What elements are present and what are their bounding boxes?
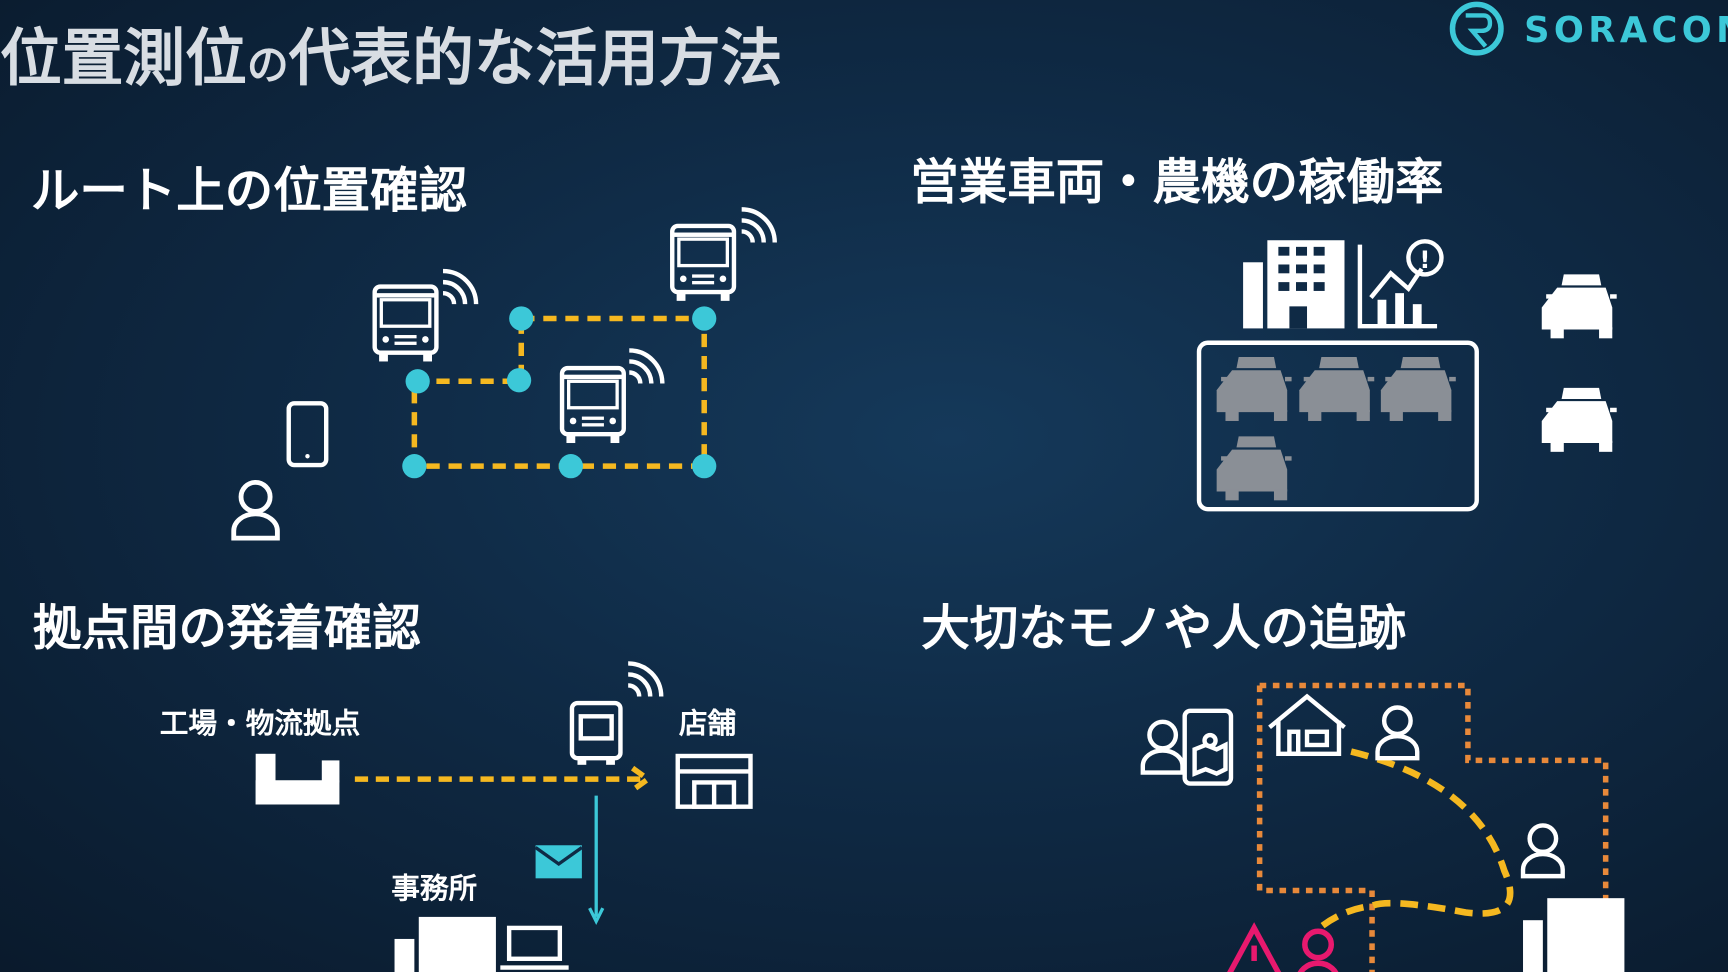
route-diagram	[234, 209, 775, 538]
signal-icon	[443, 271, 476, 304]
person-icon	[234, 482, 278, 538]
warning-icon	[1227, 922, 1282, 972]
bus-icon	[375, 287, 437, 362]
soracom-logo: SORACOM	[1449, 1, 1728, 56]
bus-icon	[672, 226, 734, 301]
person-icon	[1143, 722, 1183, 773]
parked-car-icon	[1216, 436, 1292, 501]
office-building-icon	[394, 916, 496, 972]
factory-icon	[255, 753, 340, 805]
svg-text:SORACOM: SORACOM	[1524, 10, 1728, 51]
notification-arrow	[588, 795, 605, 926]
alert-person-icon	[1297, 928, 1339, 972]
destination-label: 店舗	[679, 706, 736, 740]
parked-car-icon	[1380, 357, 1456, 421]
shipment-arrow	[354, 765, 653, 793]
delivery-diagram: 工場・物流拠点 店舗 事務所	[160, 663, 753, 972]
smartphone-icon	[286, 401, 329, 468]
zone-boundary	[1256, 682, 1609, 972]
map-phone-icon	[1182, 708, 1234, 786]
parked-car-icon	[1216, 357, 1292, 421]
heading-fleet: 営業車両・農機の稼働率	[910, 154, 1443, 210]
origin-label: 工場・物流拠点	[160, 706, 360, 740]
signal-icon	[742, 209, 775, 242]
svg-text:!: !	[1419, 245, 1430, 274]
mail-icon	[534, 845, 583, 879]
route-waypoints	[402, 306, 717, 479]
route-path	[411, 315, 707, 469]
parked-car-icon	[1299, 357, 1375, 421]
active-car-icon	[1541, 387, 1617, 452]
signal-icon	[628, 663, 661, 696]
parking-lot-box	[1196, 340, 1479, 512]
signal-icon	[629, 350, 662, 383]
active-car-icon	[1541, 274, 1617, 339]
heading-route: ルート上の位置確認	[31, 163, 467, 219]
home-icon	[1268, 693, 1346, 756]
heading-tracking: 大切なモノや人の追跡	[921, 601, 1406, 657]
slide-title: 位置測位の代表的な活用方法	[0, 22, 782, 94]
person-icon	[1378, 708, 1418, 759]
building-icon	[1523, 898, 1625, 972]
analytics-alert-icon	[1357, 239, 1444, 329]
fleet-diagram: !	[1196, 239, 1617, 512]
laptop-icon	[500, 925, 569, 970]
truck-icon	[569, 700, 623, 765]
tracked-route	[1320, 748, 1514, 929]
heading-delivery: 拠点間の発着確認	[33, 601, 421, 657]
person-icon	[1523, 825, 1563, 876]
store-icon	[675, 753, 753, 809]
office-label: 事務所	[391, 871, 477, 905]
tracking-diagram	[1143, 682, 1625, 972]
bus-icon	[562, 368, 624, 443]
